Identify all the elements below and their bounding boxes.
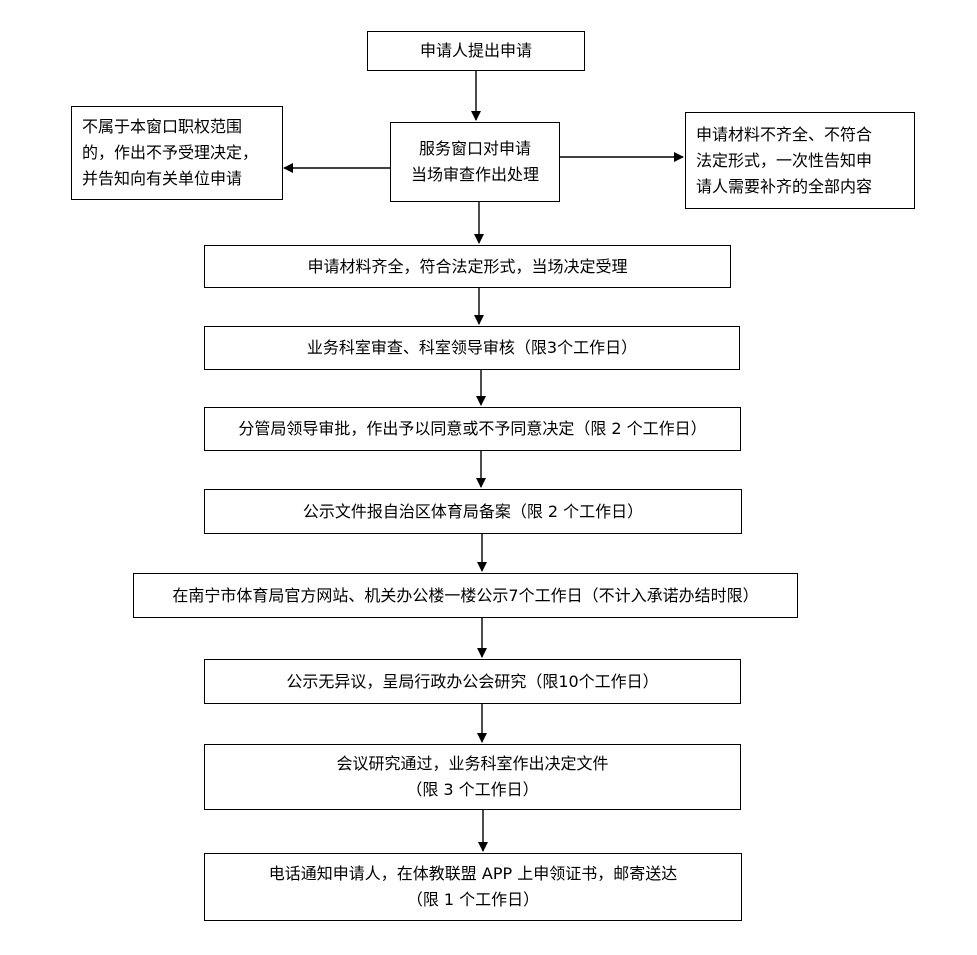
step-decision-doc-line-1: 会议研究通过，业务科室作出决定文件: [336, 754, 609, 773]
step-meeting-box: 公示无异议，呈局行政办公会研究（限10个工作日）: [204, 659, 741, 704]
reject-branch-line-3: 并告知向有关单位申请: [82, 169, 243, 188]
reject-branch-line-2: 的，作出不予受理决定，: [82, 143, 259, 162]
step-notify-line-1: 电话通知申请人，在体教联盟 APP 上申领证书，邮寄送达: [268, 864, 678, 883]
reject-branch-line-1: 不属于本窗口职权范围: [82, 117, 243, 136]
reject-branch-box: 不属于本窗口职权范围 的，作出不予受理决定， 并告知向有关单位申请: [71, 106, 283, 200]
window-review-box: 服务窗口对申请 当场审查作出处理: [390, 122, 560, 202]
step-publicity-text: 在南宁市体育局官方网站、机关办公楼一楼公示7个工作日（不计入承诺办结时限）: [172, 585, 759, 605]
step-dept-review-box: 业务科室审查、科室领导审核（限3个工作日）: [204, 326, 740, 370]
step-dept-review-text: 业务科室审查、科室领导审核（限3个工作日）: [306, 338, 638, 357]
supplement-branch-line-1: 申请材料不齐全、不符合: [696, 124, 873, 144]
supplement-branch-box: 申请材料不齐全、不符合 法定形式，一次性告知申 请人需要补齐的全部内容: [685, 112, 915, 209]
step-leader-approval-box: 分管局领导审批，作出予以同意或不予同意决定（限 2 个工作日）: [204, 407, 741, 451]
step-accept-box: 申请材料齐全，符合法定形式，当场决定受理: [204, 245, 731, 288]
step-filing-box: 公示文件报自治区体育局备案（限 2 个工作日）: [204, 489, 742, 534]
step-leader-approval-text: 分管局领导审批，作出予以同意或不予同意决定（限 2 个工作日）: [238, 419, 707, 438]
step-decision-doc-box: 会议研究通过，业务科室作出决定文件 （限 3 个工作日）: [204, 744, 741, 810]
step-accept-text: 申请材料齐全，符合法定形式，当场决定受理: [307, 256, 628, 276]
step-meeting-text: 公示无异议，呈局行政办公会研究（限10个工作日）: [286, 671, 659, 691]
step-decision-doc-line-2: （限 3 个工作日）: [406, 780, 539, 799]
window-review-line-2: 当场审查作出处理: [410, 165, 539, 184]
supplement-branch-line-3: 请人需要补齐的全部内容: [696, 176, 873, 196]
window-review-line-1: 服务窗口对申请: [418, 139, 531, 158]
start-box: 申请人提出申请: [367, 31, 585, 71]
start-text: 申请人提出申请: [419, 41, 532, 60]
supplement-branch-line-2: 法定形式，一次性告知申: [696, 150, 873, 170]
step-publicity-box: 在南宁市体育局官方网站、机关办公楼一楼公示7个工作日（不计入承诺办结时限）: [133, 573, 798, 618]
step-notify-line-2: （限 1 个工作日）: [406, 890, 540, 909]
step-notify-box: 电话通知申请人，在体教联盟 APP 上申领证书，邮寄送达 （限 1 个工作日）: [204, 853, 742, 921]
step-filing-text: 公示文件报自治区体育局备案（限 2 个工作日）: [302, 501, 644, 521]
